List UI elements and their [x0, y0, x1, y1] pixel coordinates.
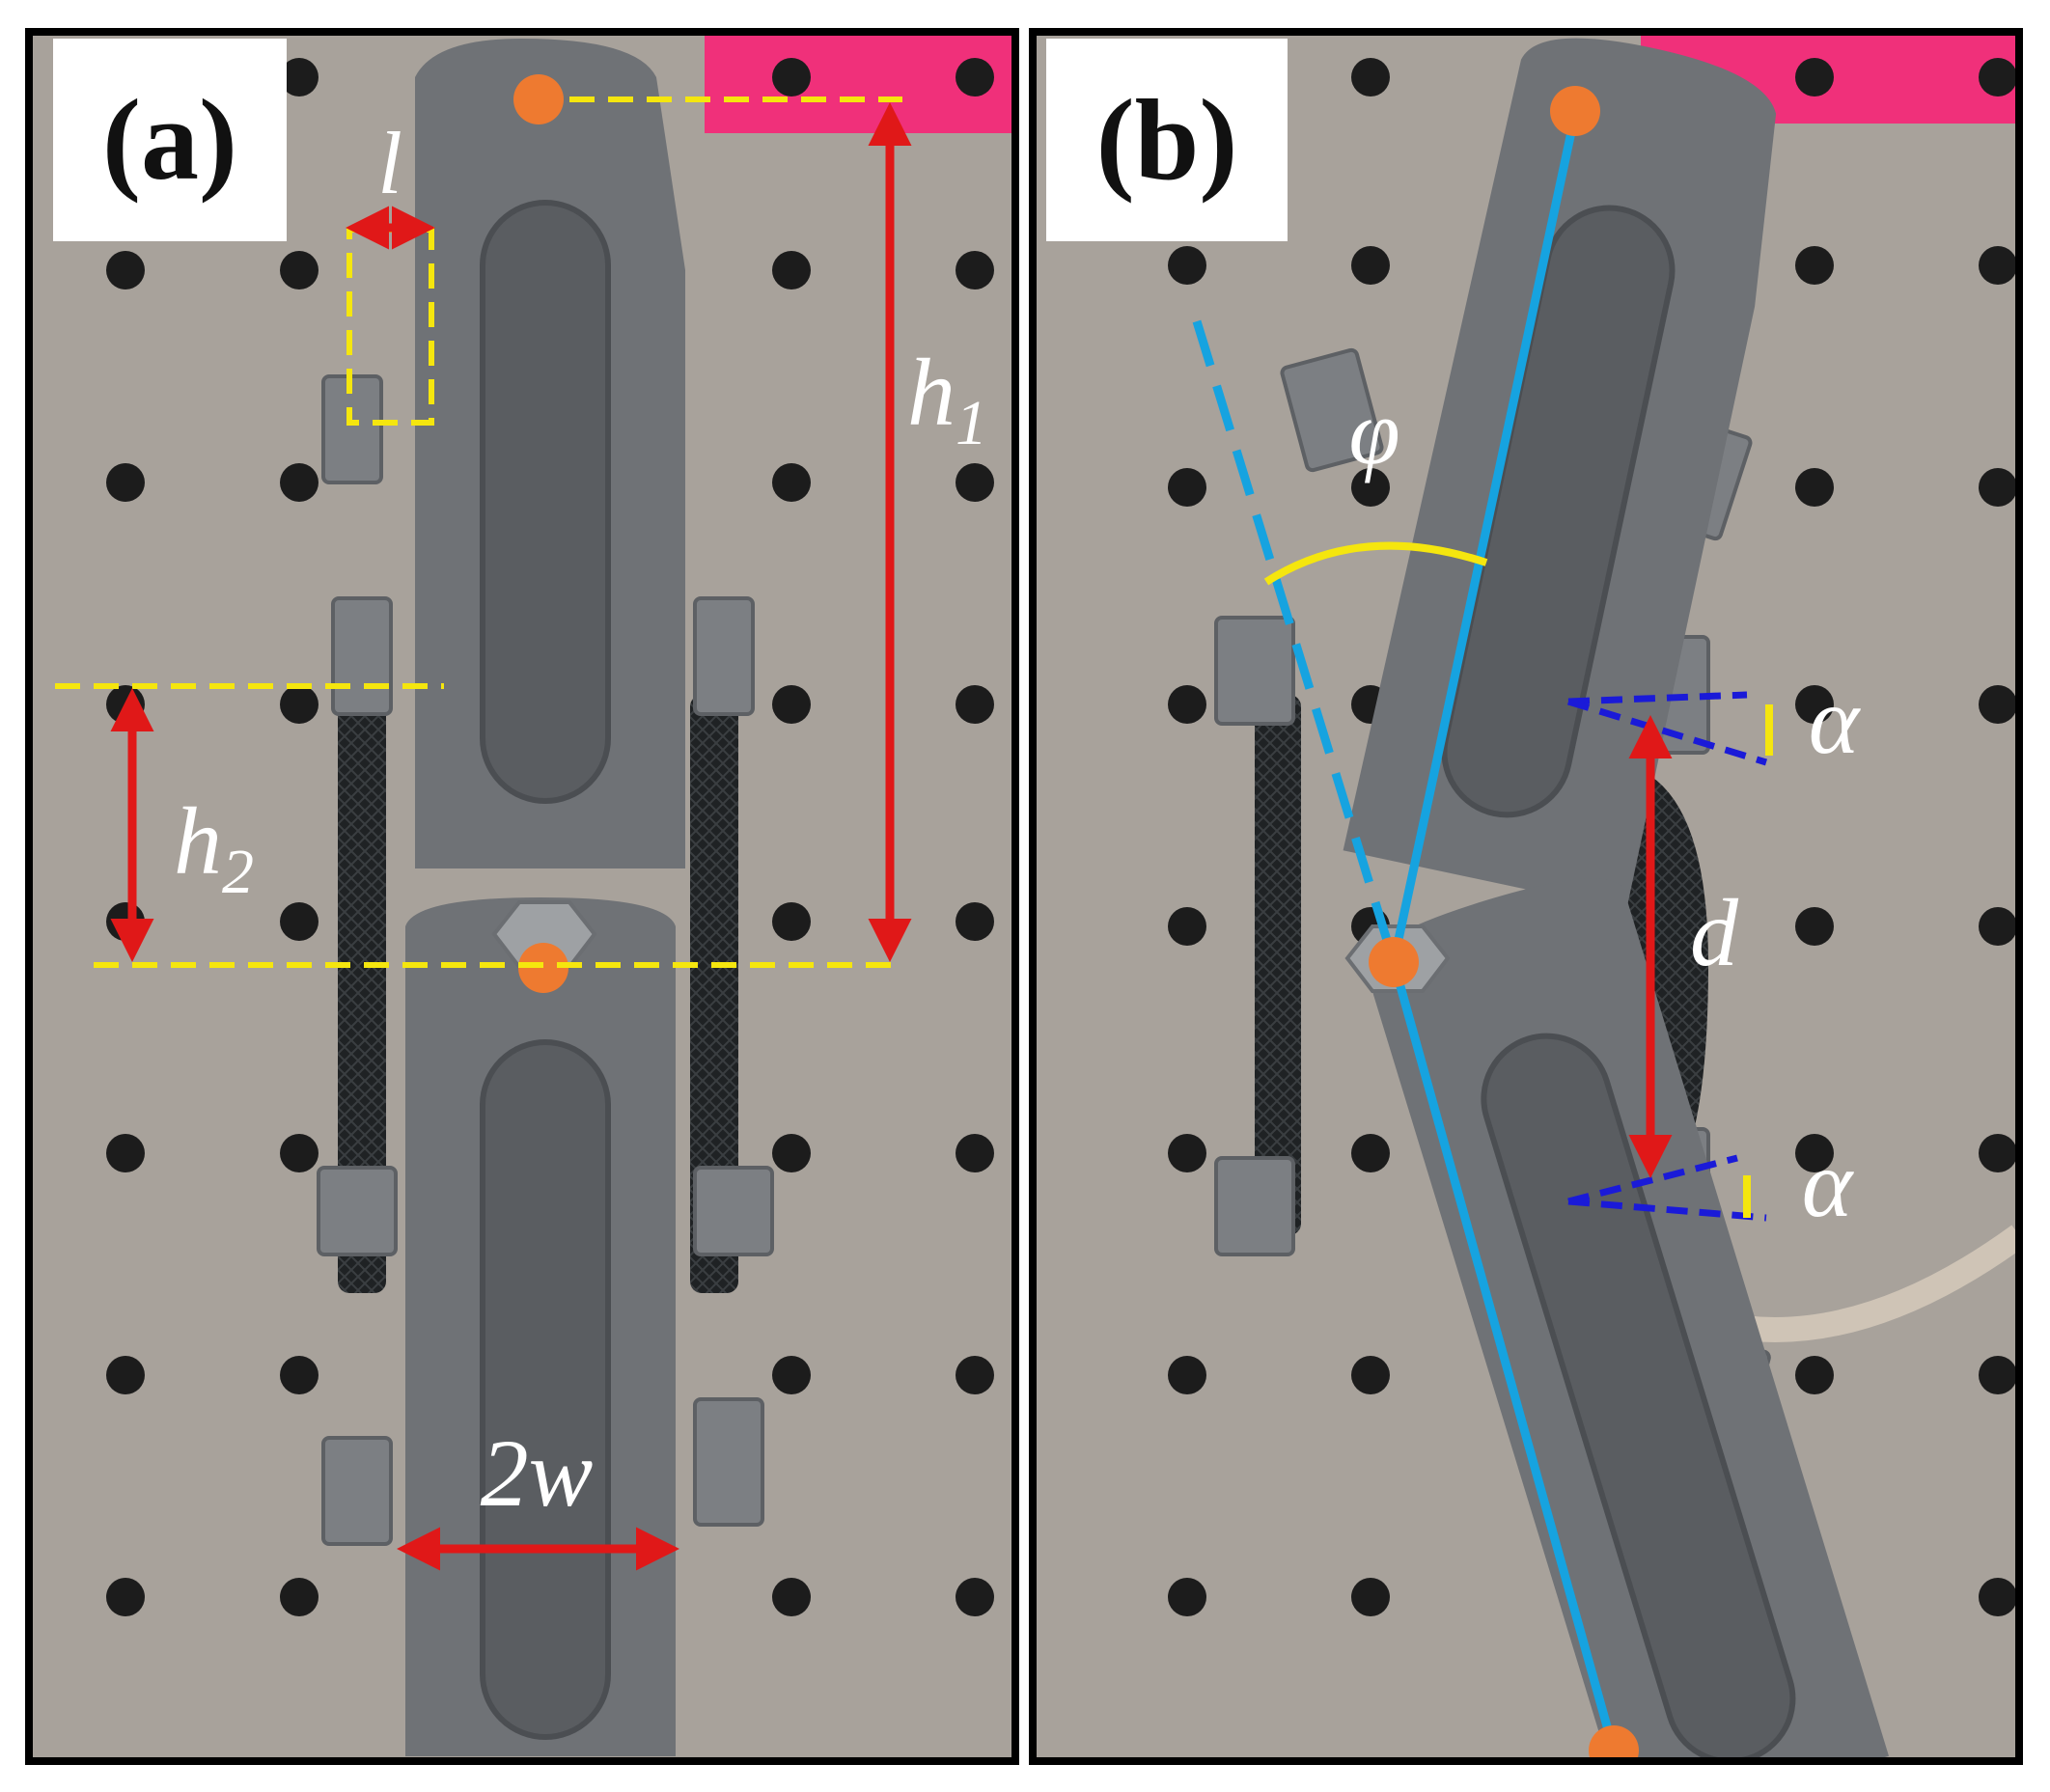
plate-hole — [1795, 246, 1834, 285]
plate-hole — [956, 251, 994, 289]
plate-holes — [106, 58, 994, 1616]
plate-hole — [1795, 58, 1834, 96]
panel-b-label-box — [1046, 39, 1288, 241]
symbol-phi: φ — [1348, 380, 1399, 483]
symbol-alpha-bottom: α — [1802, 1130, 1855, 1237]
panel-a-label: (a) — [102, 75, 237, 204]
plate-hole — [772, 1134, 811, 1172]
plate-hole — [956, 685, 994, 724]
plate-hole — [1168, 1356, 1206, 1394]
plate-hole — [1979, 1356, 2017, 1394]
plate-hole — [1795, 468, 1834, 507]
plate-hole — [1351, 1134, 1390, 1172]
braided-actuator-left — [1255, 695, 1301, 1235]
plate-hole — [1168, 685, 1206, 724]
angle-arc — [1263, 541, 1488, 586]
plate-hole — [956, 902, 994, 941]
symbol-d: d — [1690, 879, 1739, 986]
braided-actuator-left — [338, 695, 386, 1293]
panel-b: (b) φ α d α — [1033, 32, 2019, 1761]
panel-a-label-box — [53, 39, 287, 241]
plate-hole — [956, 1134, 994, 1172]
plate-hole — [1795, 685, 1834, 724]
plate-hole — [956, 1578, 994, 1616]
plate-hole — [772, 463, 811, 502]
plate-hole — [1795, 1134, 1834, 1172]
braided-actuator-right — [690, 695, 738, 1293]
slot-top — [480, 200, 611, 804]
plate-hole — [1168, 468, 1206, 507]
plate-hole — [772, 1578, 811, 1616]
plate-hole — [772, 902, 811, 941]
plate-hole — [956, 463, 994, 502]
plate-hole — [106, 685, 145, 724]
plate-hole — [1351, 58, 1390, 96]
panel-a: (a) l h1 h2 2w — [29, 32, 1015, 1761]
plate-hole — [280, 463, 319, 502]
pivot-marker-middle — [1369, 937, 1419, 987]
plate-hole — [772, 685, 811, 724]
plate-hole — [1979, 58, 2017, 96]
plate-hole — [106, 463, 145, 502]
plate-hole — [280, 685, 319, 724]
plate-hole — [956, 1356, 994, 1394]
plate-hole — [280, 58, 319, 96]
axis-lines — [1192, 113, 1619, 1752]
panel-a-frame — [25, 28, 1019, 1765]
plate-hole — [1979, 685, 2017, 724]
plate-hole — [1351, 1356, 1390, 1394]
dimension-arrow — [110, 102, 912, 1571]
plate-hole — [280, 251, 319, 289]
panel-b-label: (b) — [1096, 75, 1238, 204]
plate-hole — [1168, 907, 1206, 946]
plate-hole — [1795, 1356, 1834, 1394]
pivot-marker-top — [513, 74, 564, 124]
plate-hole — [280, 1134, 319, 1172]
cable-clips — [317, 374, 774, 1546]
plate-hole — [956, 58, 994, 96]
plate-hole — [106, 1134, 145, 1172]
pivot-marker-top — [1550, 86, 1600, 136]
plate-hole — [1979, 1134, 2017, 1172]
symbol-alpha-top: α — [1809, 667, 1862, 774]
plate-hole — [106, 251, 145, 289]
symbol-h1: h1 — [907, 339, 987, 458]
panel-b-frame — [1029, 28, 2023, 1765]
plate-hole — [1795, 907, 1834, 946]
symbol-2w: 2w — [481, 1420, 594, 1527]
pivot-marker-bottom — [1589, 1725, 1639, 1761]
plate-hole — [772, 58, 811, 96]
plate-hole — [1168, 1134, 1206, 1172]
plate-hole — [280, 902, 319, 941]
plate-hole — [1979, 907, 2017, 946]
alpha-arcs — [1743, 704, 1773, 1218]
plate-hole — [1979, 246, 2017, 285]
plate-hole — [1168, 1578, 1206, 1616]
symbol-l: l — [377, 114, 402, 212]
plate-hole — [1979, 468, 2017, 507]
slot-bottom — [480, 1039, 611, 1740]
plate-hole — [1351, 246, 1390, 285]
plate-hole — [1351, 468, 1390, 507]
plate-hole — [106, 1578, 145, 1616]
plate-hole — [280, 1578, 319, 1616]
plate-hole — [1979, 1578, 2017, 1616]
plate-hole — [772, 1356, 811, 1394]
plate-hole — [1351, 1578, 1390, 1616]
plate-hole — [1168, 246, 1206, 285]
plate-hole — [772, 251, 811, 289]
symbol-h2: h2 — [174, 787, 254, 907]
plate-hole — [280, 1356, 319, 1394]
plate-hole — [106, 1356, 145, 1394]
plate-hole — [106, 902, 145, 941]
